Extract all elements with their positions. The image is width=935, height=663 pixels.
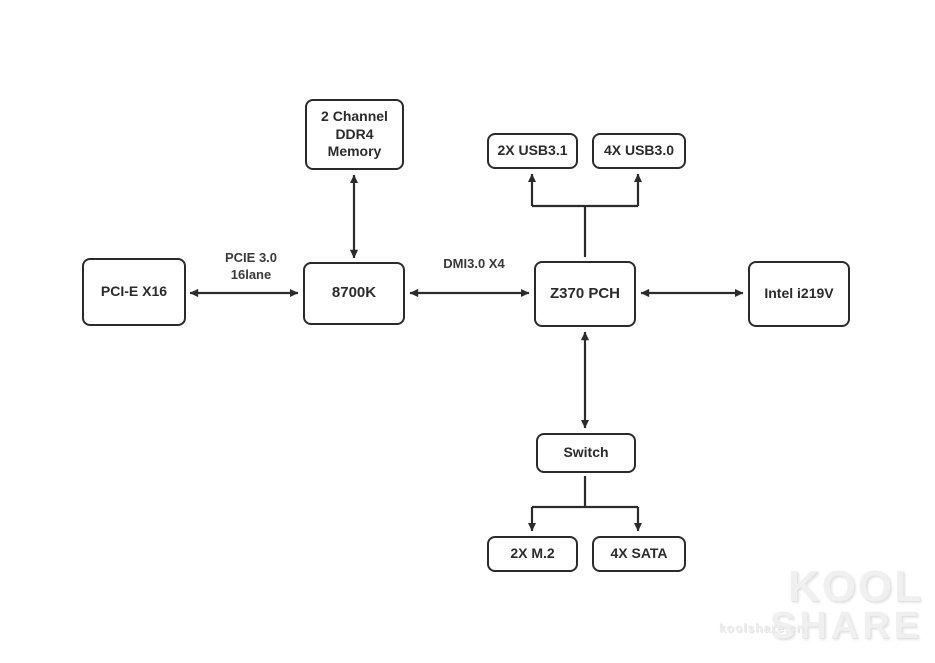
edge-label-dmi: DMI3.0 X4 <box>443 256 505 271</box>
node-pch-label: Z370 PCH <box>549 284 621 302</box>
node-usb30-label: 4X USB3.0 <box>603 142 675 159</box>
node-sata[interactable]: 4X SATA <box>592 536 686 572</box>
node-cpu[interactable]: 8700K <box>303 262 405 325</box>
node-memory[interactable]: 2 Channel DDR4 Memory <box>305 99 404 170</box>
node-pcie-x16[interactable]: PCI-E X16 <box>82 258 186 326</box>
node-usb30[interactable]: 4X USB3.0 <box>592 133 686 169</box>
node-lan-label: Intel i219V <box>764 285 834 302</box>
node-sata-label: 4X SATA <box>610 545 668 562</box>
node-pch[interactable]: Z370 PCH <box>534 261 636 327</box>
edge-label-pcie: PCIE 3.0 16lane <box>224 250 278 282</box>
node-memory-label: 2 Channel DDR4 Memory <box>321 108 388 160</box>
node-m2[interactable]: 2X M.2 <box>487 536 578 572</box>
node-cpu-label: 8700K <box>331 284 377 302</box>
node-pcie-x16-label: PCI-E X16 <box>100 283 168 300</box>
node-lan[interactable]: Intel i219V <box>748 261 850 327</box>
node-switch[interactable]: Switch <box>536 433 636 473</box>
node-m2-label: 2X M.2 <box>510 545 555 562</box>
node-switch-label: Switch <box>563 444 609 461</box>
node-usb31[interactable]: 2X USB3.1 <box>487 133 578 169</box>
node-usb31-label: 2X USB3.1 <box>497 142 568 159</box>
